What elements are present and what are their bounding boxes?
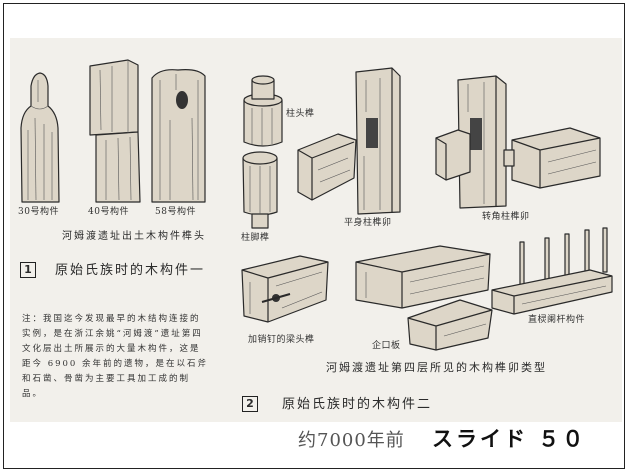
label-railing-member: 直棂阑杆构件 [528, 315, 586, 325]
note-line: 和石凿、骨凿为主要工具加工成的制 [22, 374, 191, 384]
figure1-note: 注：我国迄今发现最早的木结构连接的 实例，是在浙江余姚“河姆渡”遗址第四 文化层… [22, 312, 208, 402]
corner-column-joint-illustration [435, 75, 601, 209]
figure1-title: 河姆渡遗址出土木构件榫头 [62, 231, 206, 242]
column-foot-tenon-illustration [242, 151, 278, 229]
post-40-illustration [89, 59, 141, 203]
railing-member-illustration [491, 227, 613, 315]
figure2-title: 河姆渡遗址第四层所见的木构榫卯类型 [326, 361, 547, 374]
figure1-number-box: 1 [20, 262, 36, 278]
note-line: 文化层出土所展示的大量木构件，这是 [22, 344, 201, 354]
label-corner-column-joint: 转角柱榫卯 [482, 212, 530, 222]
slide-frame [3, 3, 625, 469]
post-30-illustration [20, 72, 60, 203]
caption-member-30: 30号构件 [18, 207, 59, 217]
figure2-heading: 原始氏族时的木构件二 [282, 397, 433, 412]
label-middle-column-joint: 平身柱榫卯 [344, 218, 392, 228]
label-pegged-beam-tenon: 加销钉的梁头榫 [248, 335, 315, 345]
era-caption: 约7000年前 [298, 430, 405, 451]
middle-column-joint-illustration [297, 67, 401, 215]
slide-number-label: スライド ５０ [432, 427, 587, 451]
caption-member-58: 58号构件 [155, 207, 196, 217]
note-line: 距今 6900 余年前的遗物，是在以石斧 [22, 359, 209, 369]
caption-member-40: 40号构件 [88, 207, 129, 217]
label-column-head-tenon: 柱头榫 [286, 109, 315, 119]
tongue-groove-board-illustration [355, 245, 493, 351]
column-head-tenon-illustration [243, 75, 283, 147]
label-column-foot-tenon: 柱脚榫 [241, 233, 270, 243]
figure1-heading: 原始氏族时的木构件一 [55, 263, 206, 278]
pegged-beam-tenon-illustration [241, 255, 329, 323]
note-line: 品。 [22, 389, 44, 399]
post-58-illustration [151, 69, 206, 203]
note-line: 注：我国迄今发现最早的木结构连接的 [22, 314, 201, 324]
label-tongue-groove-board: 企口板 [372, 341, 401, 351]
figure2-number-box: 2 [242, 396, 258, 412]
note-line: 实例，是在浙江余姚“河姆渡”遗址第四 [22, 329, 203, 339]
